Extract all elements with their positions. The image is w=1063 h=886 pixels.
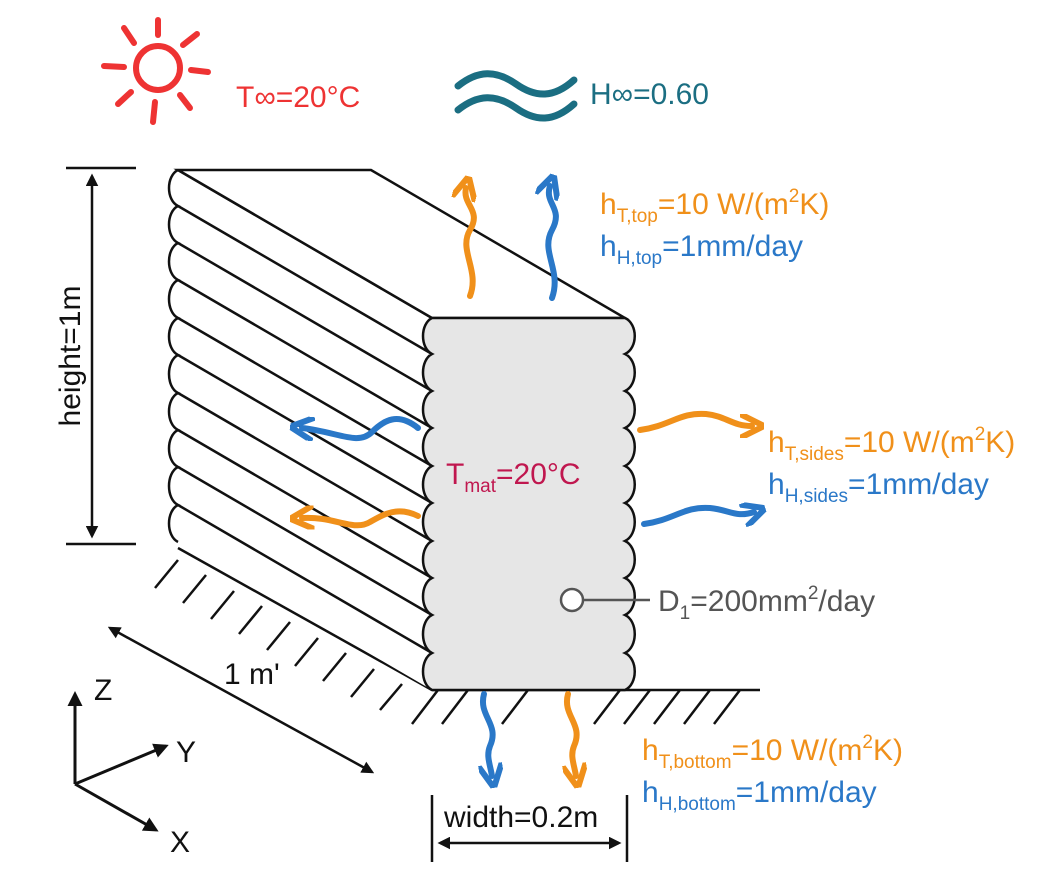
axis-x-label: X bbox=[170, 826, 190, 859]
circle-marker-icon bbox=[559, 587, 585, 613]
diffusion-coefficient-label: D1=200mm2/day bbox=[658, 583, 875, 624]
height-dimension bbox=[66, 166, 136, 546]
heat-coefficient-bottom: hT,bottom=10 W/(m2K) bbox=[642, 732, 903, 773]
ground-hatch-bottom bbox=[411, 688, 760, 725]
ambient-humidity-label: H∞=0.60 bbox=[590, 78, 709, 111]
material-temperature-label: Tmat=20°C bbox=[446, 458, 581, 497]
width-dimension bbox=[430, 795, 629, 862]
height-label: height=1m bbox=[54, 286, 87, 427]
length-dimension bbox=[107, 626, 375, 774]
heat-coefficient-sides: hT,sides=10 W/(m2K) bbox=[768, 424, 1015, 465]
humidity-waves-icon bbox=[454, 70, 578, 122]
moisture-flux-arrow-left bbox=[302, 419, 421, 438]
heat-flux-arrow-left bbox=[302, 511, 421, 525]
axis-y-label: Y bbox=[176, 736, 196, 769]
coordinate-axes bbox=[67, 691, 169, 832]
heat-coefficient-top: hT,top=10 W/(m2K) bbox=[600, 186, 829, 227]
moisture-flux-arrow-sides bbox=[641, 508, 754, 524]
ambient-temperature-label: T∞=20°C bbox=[236, 81, 360, 114]
width-label: width=0.2m bbox=[443, 801, 598, 834]
sun-icon bbox=[101, 17, 211, 125]
moisture-coefficient-sides: hH,sides=1mm/day bbox=[768, 468, 989, 507]
heat-flux-arrow-sides bbox=[637, 410, 752, 430]
axis-z-label: Z bbox=[94, 674, 112, 707]
heat-flux-arrow-bottom bbox=[567, 691, 577, 776]
moisture-coefficient-bottom: hH,bottom=1mm/day bbox=[642, 776, 877, 815]
moisture-flux-arrow-top bbox=[548, 186, 556, 301]
wall-cross-section bbox=[421, 316, 636, 692]
length-label: 1 m' bbox=[224, 658, 280, 691]
moisture-flux-arrow-bottom bbox=[483, 691, 493, 776]
heat-flux-arrow-top bbox=[465, 188, 473, 299]
moisture-coefficient-top: hH,top=1mm/day bbox=[600, 230, 803, 269]
